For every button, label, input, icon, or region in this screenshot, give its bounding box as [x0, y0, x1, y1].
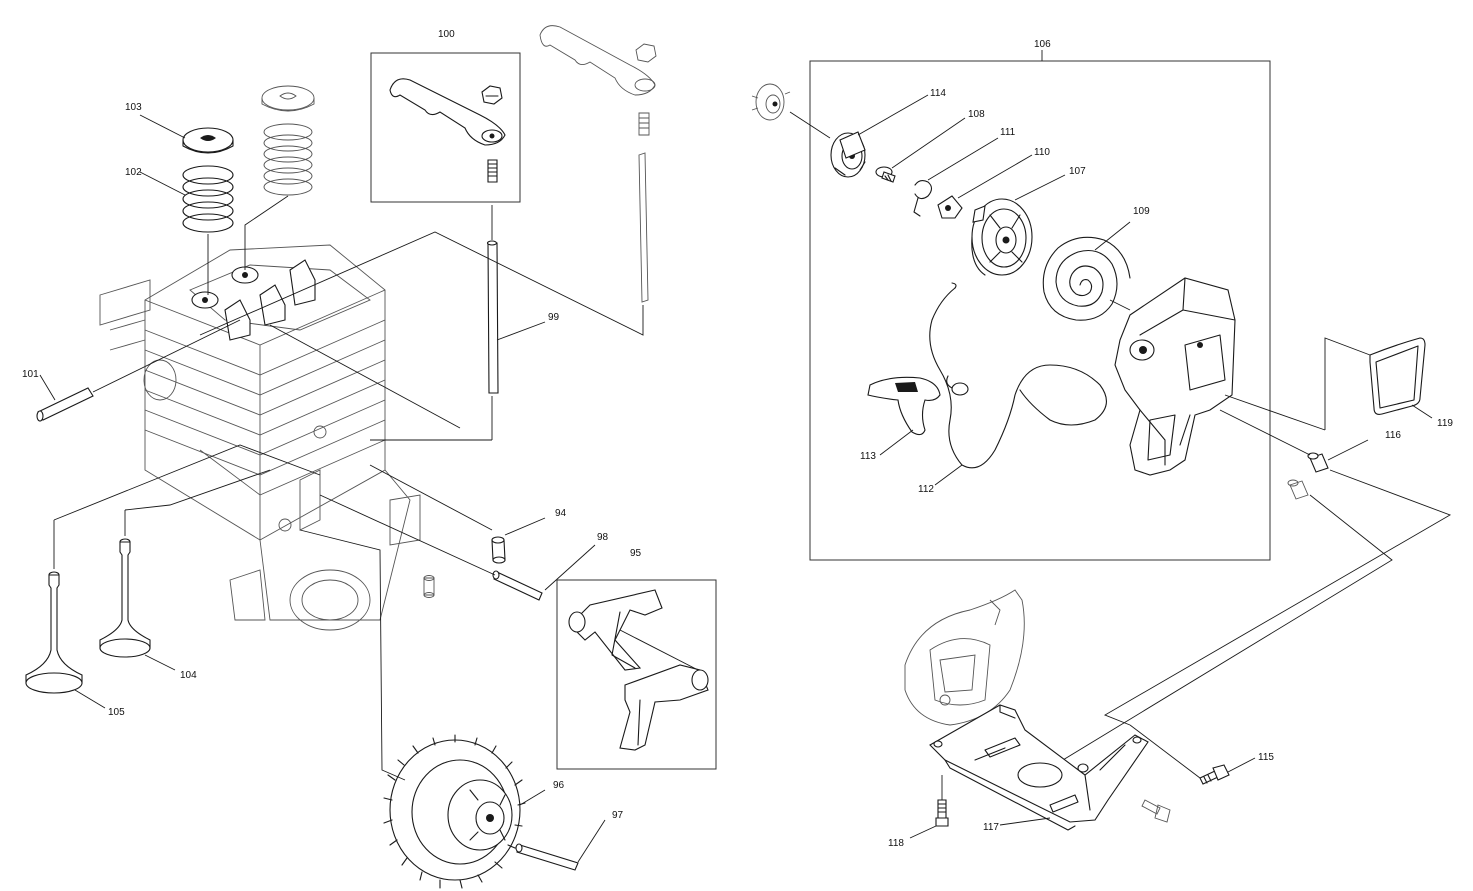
label-114: 114 — [930, 88, 946, 99]
ghost-spring-retainer — [261, 85, 315, 112]
part-95-cam-follower-box — [556, 579, 717, 770]
label-115: 115 — [1258, 752, 1274, 763]
label-105: 105 — [108, 707, 125, 718]
label-108: 108 — [968, 109, 985, 120]
part-110-pawl — [937, 154, 1033, 219]
ghost-bolt — [1141, 799, 1171, 823]
label-107: 107 — [1069, 166, 1086, 177]
label-111: 111 — [1000, 127, 1016, 138]
part-106-recoil-starter-box — [809, 50, 1271, 561]
starter-housing — [1109, 277, 1236, 476]
cylinder-block — [99, 244, 421, 631]
cylinder-head — [189, 259, 371, 341]
part-103-spring-retainer — [182, 127, 234, 154]
part-102-valve-spring — [182, 165, 234, 295]
ghost-spacer — [1029, 469, 1452, 781]
part-labels: 94 95 96 97 98 99 100 101 102 103 104 10… — [22, 29, 1453, 849]
part-98-shaft — [319, 494, 596, 601]
label-100: 100 — [438, 29, 455, 40]
label-106: 106 — [1034, 39, 1051, 50]
label-113: 113 — [860, 451, 876, 462]
label-94: 94 — [555, 508, 567, 519]
part-101-pin — [36, 319, 241, 422]
label-117: 117 — [983, 822, 999, 833]
part-108-screw — [875, 117, 966, 183]
label-104: 104 — [180, 670, 197, 681]
label-99: 99 — [548, 312, 560, 323]
label-96: 96 — [553, 780, 565, 791]
label-112: 112 — [918, 484, 934, 495]
part-115-bolt — [1129, 724, 1256, 785]
part-118-stud — [909, 775, 949, 839]
part-94-tappet — [369, 464, 546, 564]
part-109-spiral-spring — [1042, 221, 1131, 321]
label-110: 110 — [1034, 147, 1050, 158]
label-101: 101 — [22, 369, 39, 380]
label-119: 119 — [1437, 418, 1453, 429]
part-117-bracket — [929, 704, 1149, 831]
part-96-camshaft-gear — [299, 529, 546, 889]
part-99-pushrod — [199, 205, 644, 441]
part-107-reel — [971, 174, 1066, 276]
part-112-starter-rope — [929, 282, 1107, 486]
ghost-rocker-arm — [539, 25, 657, 303]
part-97-pin — [515, 819, 606, 871]
part-116-spacer — [1219, 409, 1369, 473]
label-103: 103 — [125, 102, 142, 113]
part-113-handle — [867, 375, 969, 456]
part-114-pulley — [830, 94, 929, 178]
ghost-crankcase — [904, 589, 1025, 726]
part-111-clip — [913, 137, 999, 217]
label-95: 95 — [630, 548, 642, 559]
ghost-valve-spring — [244, 123, 313, 270]
ghost-starter-pulley — [751, 83, 831, 139]
label-97: 97 — [612, 810, 624, 821]
part-105-valve — [25, 444, 321, 709]
part-104-valve — [99, 469, 271, 671]
ghost-tappet — [423, 575, 435, 598]
label-118: 118 — [888, 838, 904, 849]
label-98: 98 — [597, 532, 609, 543]
label-109: 109 — [1133, 206, 1150, 217]
label-102: 102 — [125, 167, 142, 178]
part-119-gasket — [1224, 337, 1433, 431]
label-116: 116 — [1385, 430, 1401, 441]
part-100-rocker-arm-box — [370, 52, 521, 203]
